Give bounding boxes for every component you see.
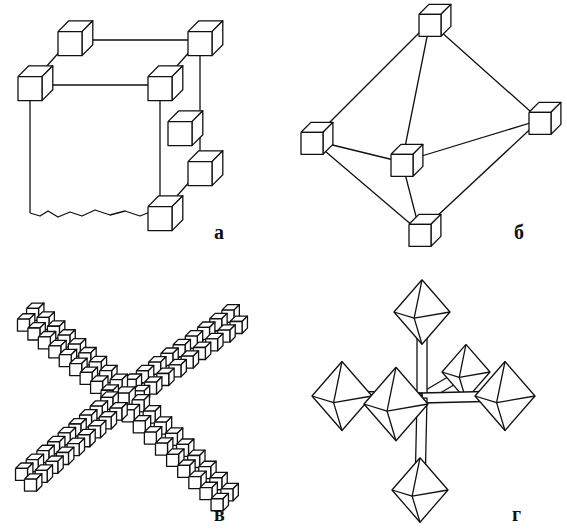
small-cube (200, 488, 212, 500)
small-cube (323, 122, 333, 154)
octahedron-edge (414, 280, 422, 344)
crystal-edge (312, 22, 540, 232)
small-cube (218, 333, 223, 350)
small-cube (58, 456, 63, 473)
small-cube (212, 21, 223, 56)
small-cube (301, 132, 323, 154)
small-cube (133, 421, 145, 433)
dendrite-axis (122, 398, 222, 498)
dendrite-crystal (16, 303, 248, 511)
small-cube (413, 144, 423, 176)
octahedron-edge (387, 367, 396, 441)
small-cube (82, 21, 93, 56)
octahedron-edge (394, 312, 450, 318)
small-cube (212, 151, 223, 186)
small-cube (148, 207, 172, 231)
small-cube (79, 438, 84, 455)
octahedron (394, 280, 450, 344)
small-cube (230, 325, 235, 342)
dendrite-axis (122, 320, 232, 398)
figure-letter: г (512, 504, 521, 524)
small-cube (58, 32, 82, 56)
small-cube (242, 316, 247, 333)
small-cube (188, 162, 212, 186)
skeletal-crystal (312, 280, 535, 522)
small-cube (431, 214, 441, 246)
small-cube (192, 111, 203, 146)
small-cube (188, 32, 212, 56)
small-cube (169, 368, 174, 385)
small-cube (193, 351, 198, 368)
small-cube (181, 359, 186, 376)
small-cube (156, 377, 161, 394)
octahedron-edge (442, 372, 490, 377)
small-cube (144, 432, 156, 444)
octahedron-edge (392, 490, 448, 496)
octahedron-edge (412, 458, 420, 522)
small-cube (167, 454, 179, 466)
small-cube (233, 483, 238, 500)
small-cube (551, 102, 561, 134)
small-cube (100, 420, 105, 437)
octahedron-edge (364, 404, 428, 411)
small-cube (419, 14, 441, 36)
small-cube (529, 112, 551, 134)
octahedron-edge (475, 396, 535, 403)
octahedron (475, 362, 535, 431)
octahedron-crystal (301, 4, 561, 246)
small-cube (24, 479, 36, 491)
small-cube (42, 66, 53, 101)
dendrite-axis (28, 318, 122, 398)
broken-edge (30, 210, 160, 217)
small-cube (189, 477, 201, 489)
crystal-edge (29, 85, 30, 213)
small-cube (441, 4, 451, 36)
small-cube (168, 122, 192, 146)
small-cube (205, 342, 210, 359)
small-cube (155, 443, 167, 455)
crystal-edge (312, 120, 540, 162)
figure-letter: а (214, 222, 224, 242)
small-cube (68, 447, 73, 464)
crystal-edge (402, 22, 430, 232)
figure-letter: б (514, 222, 524, 242)
small-cube (36, 474, 41, 491)
octahedron (312, 362, 372, 431)
small-cube (122, 403, 127, 420)
octahedron-edge (312, 396, 372, 403)
small-cube (18, 77, 42, 101)
small-cube (47, 465, 52, 482)
octahedron-edge (497, 362, 505, 431)
small-cube (172, 196, 183, 231)
small-cube (148, 77, 172, 101)
dendrite-axis (26, 398, 122, 478)
small-cube (178, 465, 190, 477)
small-cube (172, 66, 183, 101)
octahedron (392, 458, 448, 522)
figure-letter: в (214, 504, 225, 524)
small-cube (409, 224, 431, 246)
octahedron (364, 367, 428, 441)
octahedron-edge (334, 362, 342, 431)
small-cube (111, 412, 116, 429)
cube-crystal (18, 21, 223, 231)
small-cube (90, 429, 95, 446)
small-cube (391, 154, 413, 176)
